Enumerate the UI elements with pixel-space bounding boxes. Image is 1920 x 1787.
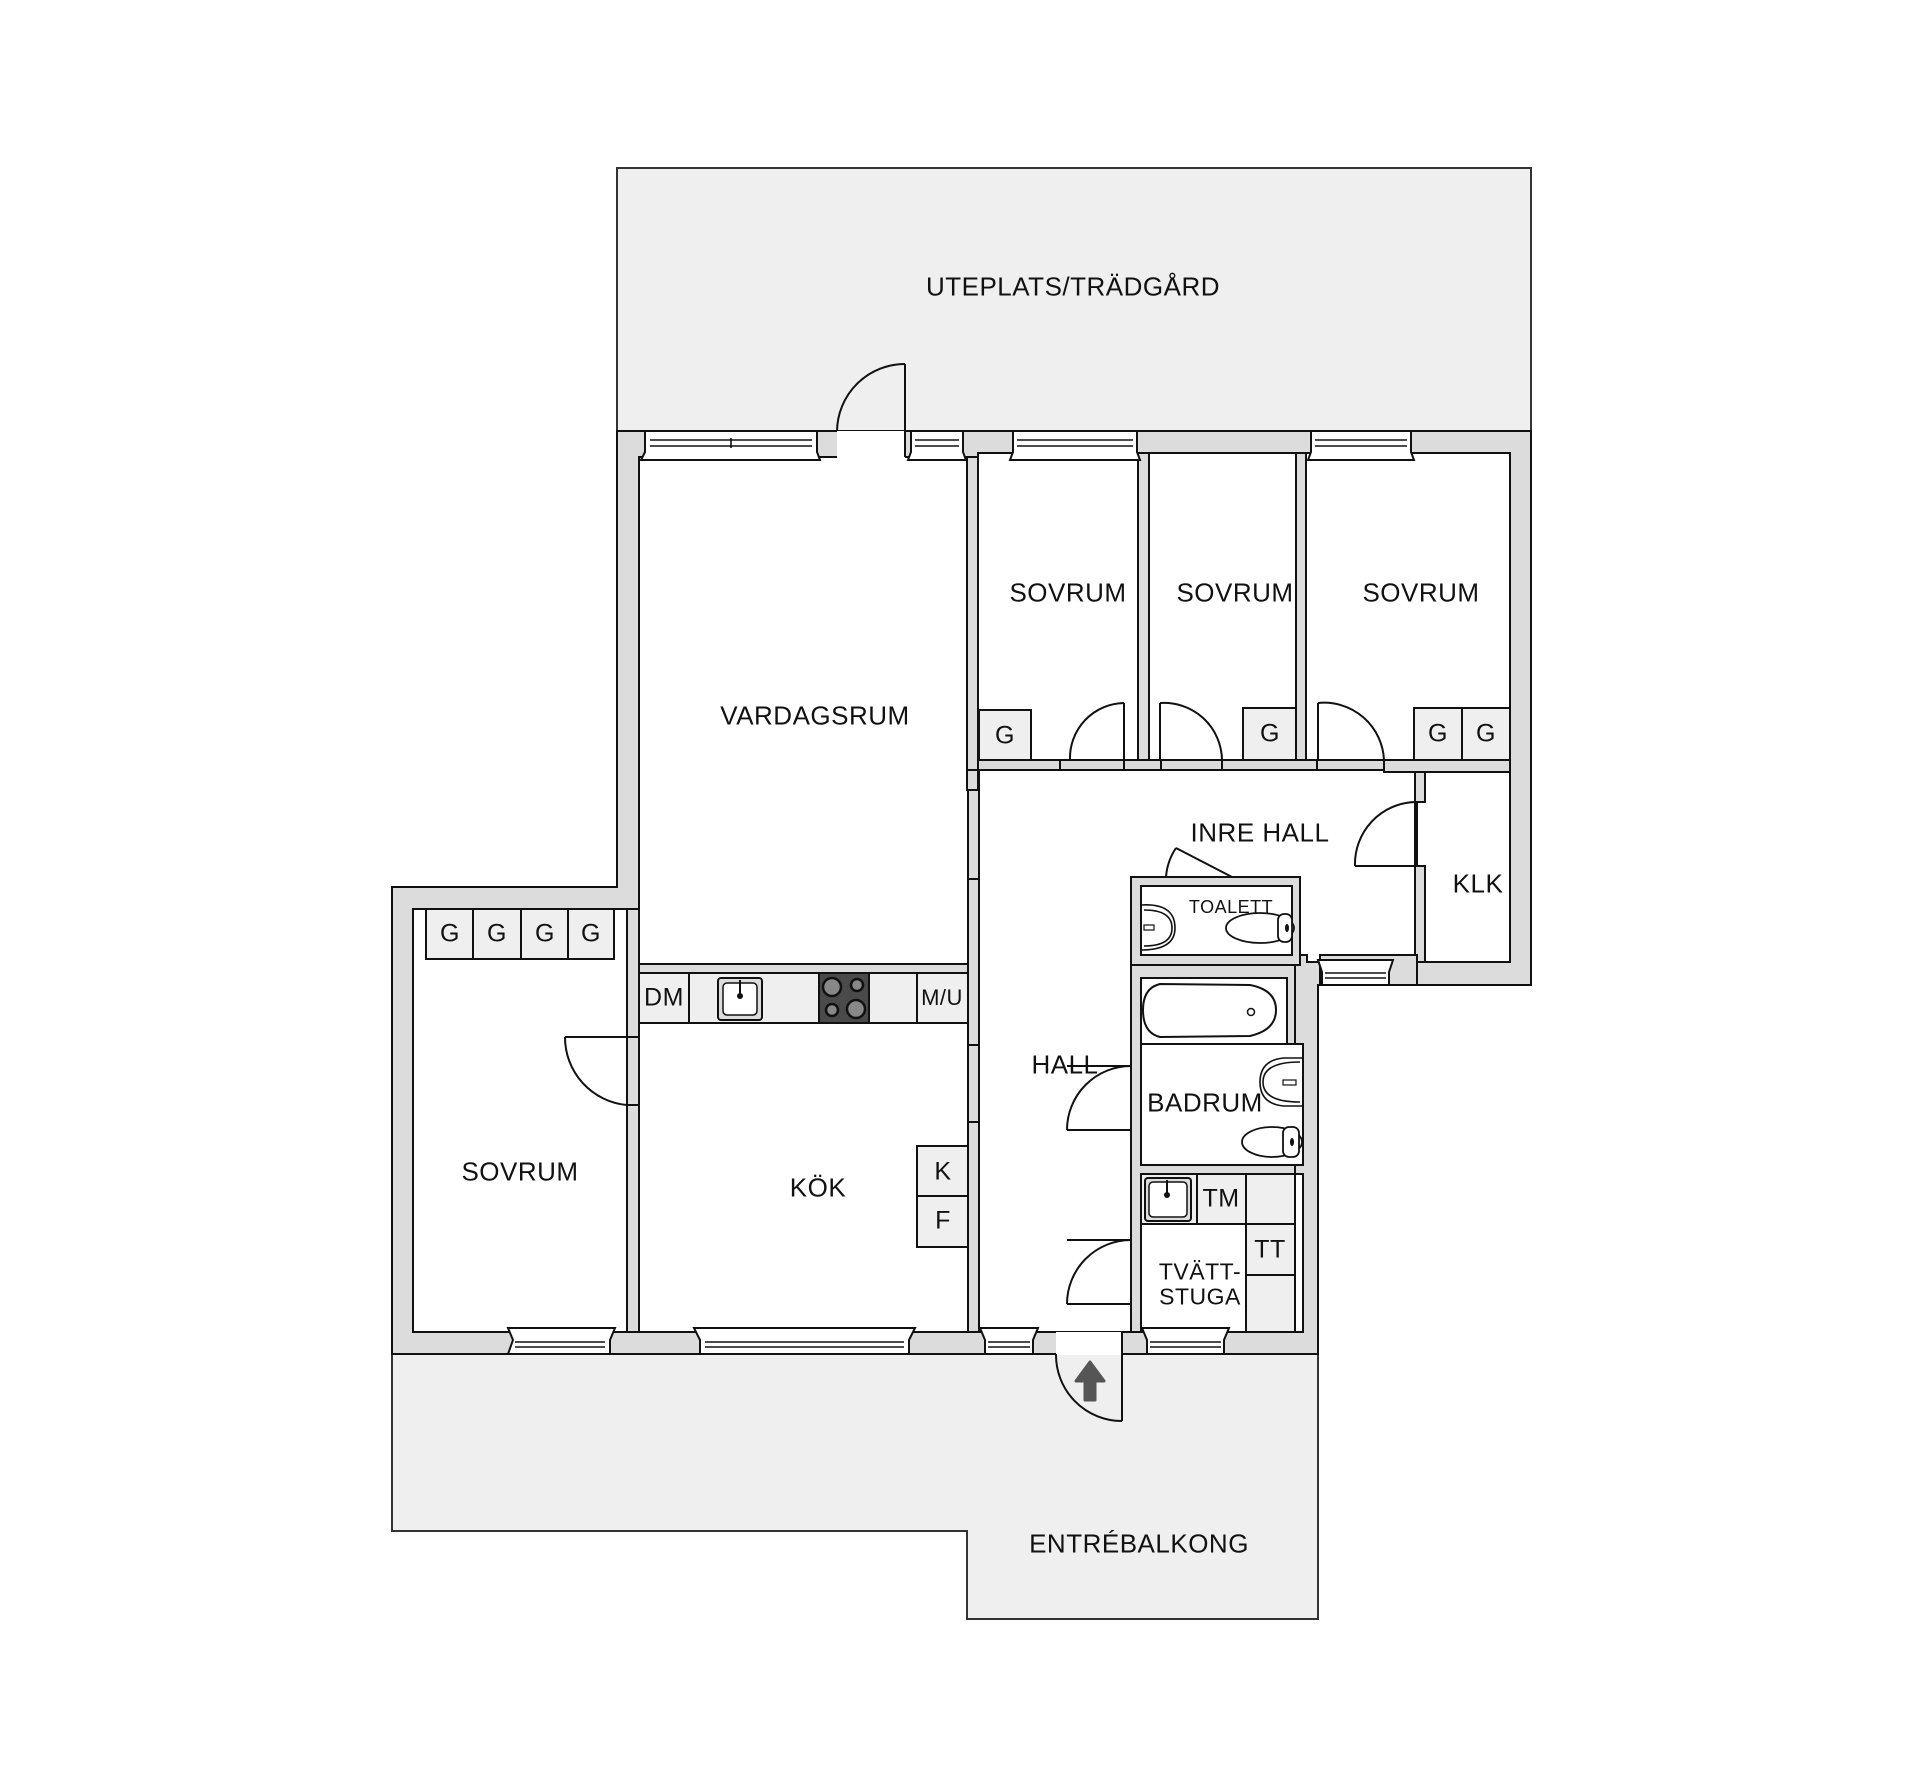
wall <box>966 769 979 791</box>
wardrobe <box>1461 707 1511 761</box>
wardrobe <box>472 908 522 960</box>
wardrobe-label: G <box>440 919 460 948</box>
bedroom-1 <box>977 452 1139 761</box>
door-swing-icon[interactable] <box>1066 1239 1132 1305</box>
room-label-bedroom-3: SOVRUM <box>1362 577 1480 608</box>
door-swing-icon[interactable] <box>1317 701 1385 761</box>
wardrobe-label: G <box>1260 719 1280 748</box>
wardrobe <box>1242 707 1297 761</box>
microwave-oven-label: M/U <box>921 984 963 1010</box>
window-icon <box>906 430 968 461</box>
entry-balcony-area <box>391 1353 1319 1620</box>
wall <box>1137 452 1150 761</box>
room-label-living-room: VARDAGSRUM <box>720 700 910 731</box>
window-icon <box>1306 430 1416 461</box>
wall <box>977 759 1061 771</box>
bedroom-left <box>412 908 628 1333</box>
laundry-cabinet <box>1245 1274 1296 1333</box>
wall <box>1383 759 1511 773</box>
laundry-cabinet <box>1245 1173 1296 1225</box>
wardrobe-label: G <box>535 919 555 948</box>
freezer <box>916 1195 969 1248</box>
wall <box>1295 452 1307 761</box>
room-label-entry-balcony: ENTRÉBALKONG <box>1029 1528 1249 1559</box>
wall <box>966 456 979 771</box>
window-icon <box>639 430 822 461</box>
room-label-hall: HALL <box>1031 1049 1099 1080</box>
wall <box>1221 759 1318 771</box>
window-icon <box>1008 430 1142 461</box>
door-swing-icon[interactable] <box>836 363 906 458</box>
toilet-icon <box>1241 1126 1303 1158</box>
toilet-icon <box>1225 912 1295 944</box>
washbasin-icon <box>1259 1057 1303 1107</box>
window-icon <box>1316 959 1395 986</box>
door-swing-icon[interactable] <box>1165 847 1233 878</box>
bathtub-icon <box>1141 982 1278 1039</box>
room-label-inner-hall: INRE HALL <box>1190 817 1330 848</box>
wall <box>626 1104 640 1333</box>
entry-door[interactable] <box>1054 1332 1123 1422</box>
hob-icon <box>818 972 870 1024</box>
window-icon <box>978 1327 1040 1355</box>
wardrobe <box>520 908 569 960</box>
wall <box>1414 865 1426 963</box>
wardrobe-label: G <box>487 919 507 948</box>
door-swing-icon[interactable] <box>1066 1065 1132 1131</box>
sink-icon <box>1144 1177 1192 1222</box>
window-icon <box>506 1327 617 1355</box>
room-label-bedroom-4: SOVRUM <box>461 1156 579 1187</box>
door-swing-icon[interactable] <box>1068 702 1125 761</box>
tumble-dryer-label: TT <box>1254 1235 1286 1264</box>
walk-in-closet <box>1416 771 1511 963</box>
room-label-kitchen: KÖK <box>789 1172 847 1203</box>
entry-arrow-icon <box>1074 1360 1106 1402</box>
dishwasher <box>638 972 690 1024</box>
wall <box>1123 759 1162 771</box>
window-icon <box>692 1327 917 1355</box>
room-label-bedroom-2: SOVRUM <box>1176 577 1294 608</box>
wall <box>967 1121 980 1333</box>
room-label-garden: UTEPLATS/TRÄDGÅRD <box>925 271 1221 302</box>
wall <box>626 908 640 1038</box>
freezer-label: F <box>935 1206 951 1235</box>
dishwasher-label: DM <box>644 983 684 1012</box>
wardrobe-label: G <box>1428 719 1448 748</box>
kitchen <box>638 972 969 1333</box>
garden-area <box>616 167 1532 432</box>
window-icon <box>1140 1327 1231 1355</box>
wardrobe <box>567 908 615 960</box>
room-label-bedroom-1: SOVRUM <box>1009 577 1127 608</box>
washbasin-icon <box>1140 904 1176 951</box>
wardrobe-label: G <box>995 721 1015 750</box>
wardrobe-label: G <box>581 919 601 948</box>
door-swing-icon[interactable] <box>1353 801 1416 867</box>
room-label-toilet: TOALETT <box>1188 897 1274 918</box>
counter <box>868 972 918 1024</box>
wall <box>638 963 969 974</box>
sink-icon <box>717 977 763 1021</box>
wall <box>1414 771 1426 803</box>
wardrobe <box>1413 707 1463 761</box>
wardrobe-label: G <box>1476 719 1496 748</box>
room-label-bathroom: BADRUM <box>1147 1087 1263 1118</box>
tumble-dryer <box>1245 1223 1296 1276</box>
washing-machine-label: TM <box>1202 1184 1240 1213</box>
microwave-oven <box>916 972 969 1024</box>
wall <box>967 878 980 1046</box>
door-swing-icon[interactable] <box>1159 701 1223 761</box>
wardrobe <box>978 709 1032 761</box>
fridge-label: K <box>934 1157 952 1186</box>
room-label-laundry: TVÄTT- STUGA <box>1158 1258 1242 1310</box>
door-swing-icon[interactable] <box>563 1036 628 1106</box>
room-label-walk-in-closet: KLK <box>1452 868 1504 899</box>
